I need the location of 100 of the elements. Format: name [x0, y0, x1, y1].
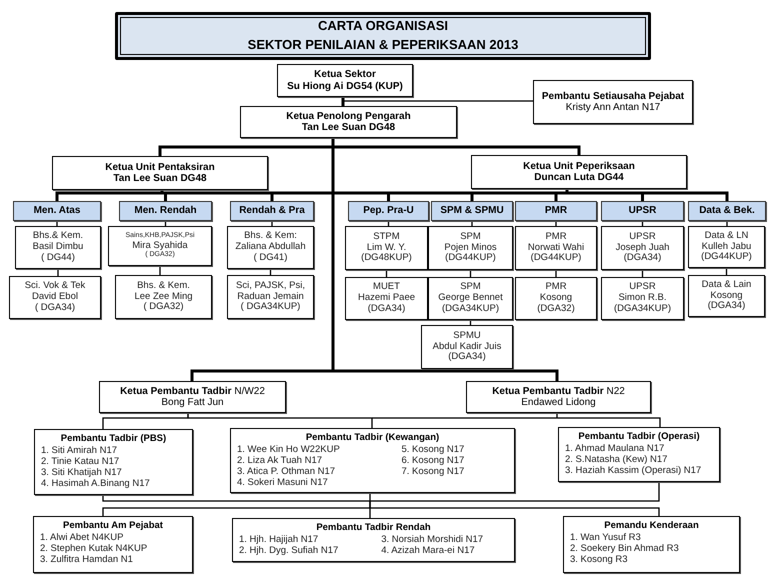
list-item: 2. Hjh. Dyg. Sufiah N17	[239, 546, 340, 557]
list-item: 1. Hjh. Hajijah N17	[239, 534, 320, 546]
unit-name: SPM & SPMU	[440, 205, 504, 217]
list-item: 1. Wan Yusuf R3	[570, 532, 642, 544]
position-box	[533, 80, 693, 124]
connector-line	[369, 482, 660, 516]
staff-name: Duncan Luta DG44	[534, 172, 624, 184]
subject-text: PMR	[545, 282, 567, 294]
grade-text: (DGA34)	[448, 352, 486, 364]
connector-line	[371, 412, 661, 427]
position-title: Pembantu Setiausaha Pejabat	[542, 90, 684, 102]
unit-header	[688, 201, 766, 221]
subject-text: SPM	[460, 282, 481, 293]
grade-text: (DGA34KUP)	[614, 304, 671, 315]
grade-text: (DGA32)	[537, 304, 575, 315]
subject-text: STPM	[373, 232, 400, 243]
grade-text: (DGA34)	[368, 304, 406, 315]
unit-name: Pep. Pra-U	[363, 205, 414, 217]
staff-name: Norwati Wahi	[528, 242, 584, 253]
subject-text: Sci. Vok & Tek	[24, 281, 86, 292]
list-item: 2. S.Natasha (Kew) N17	[565, 454, 668, 466]
grade-text: ( DGA34)	[34, 302, 76, 314]
staff-list-box	[230, 428, 515, 493]
connector-line	[332, 138, 558, 381]
staff-name: Tan Lee Suan DG48	[302, 122, 396, 134]
list-item: 3. Zulfitra Hamdan N1	[40, 554, 134, 566]
connector-line	[566, 189, 728, 201]
connector-line	[369, 493, 371, 518]
position-box	[471, 155, 687, 189]
list-item: 1. Alwi Abet N4KUP	[40, 532, 124, 544]
position-box	[277, 64, 413, 97]
list-item: 4. Azizah Mara-ei N17	[381, 546, 476, 557]
unit-header	[13, 201, 101, 221]
unit-name: Men. Rendah	[134, 205, 197, 217]
position-box	[52, 156, 268, 190]
staff-name: Bong Fatt Jun	[161, 397, 224, 408]
subject-text: Bhs. & Kem:	[244, 231, 297, 242]
position-box	[99, 381, 286, 413]
unit-name: UPSR	[628, 205, 656, 217]
list-item: 2. Stephen Kutak N4KUP	[40, 544, 148, 555]
unit-header	[601, 201, 684, 221]
list-item: 5. Kosong N17	[401, 444, 466, 456]
list-heading: Pembantu Tadbir Rendah	[315, 523, 432, 534]
staff-name: Pojen Minos	[444, 242, 497, 253]
list-item: 1. Ahmad Maulana N17	[565, 444, 666, 455]
staff-name: Su Hiong Ai DG54 (KUP)	[287, 80, 403, 92]
staff-name: Raduan Jemain	[237, 292, 304, 302]
subject-text: Sci, PAJSK, Psi,	[236, 280, 305, 292]
unit-name: Rendah & Pra	[239, 205, 305, 217]
position-title: Ketua Unit Pentaksiran	[105, 162, 215, 173]
staff-name: Lee Zee Ming	[134, 292, 193, 302]
grade-text: (DGA34)	[624, 253, 662, 264]
staff-box	[345, 277, 428, 320]
list-item: 4. Sokeri Masuni N17	[237, 478, 329, 489]
staff-name: Kosong	[540, 293, 572, 304]
list-item: 2. Liza Ak Tuah N17	[237, 456, 324, 467]
position-title: Ketua Penolong Pengarah	[286, 110, 411, 122]
list-item: 3. Siti Khatijah N17	[41, 468, 123, 479]
subject-text: Data & LN	[704, 230, 748, 242]
list-item: 2. Soekery Bin Ahmad R3	[570, 544, 680, 555]
grade-text: (DG44KUP)	[530, 253, 582, 264]
staff-name: Kosong	[710, 290, 743, 301]
connector-line	[102, 495, 371, 516]
staff-box	[421, 325, 513, 369]
unit-header	[431, 201, 513, 221]
grade-text: ( DG41)	[254, 252, 288, 264]
position-title: Ketua Sektor	[314, 69, 376, 80]
grade-text: ( DGA32)	[143, 302, 184, 314]
staff-name: Tan Lee Suan DG48	[113, 173, 207, 184]
subject-text: UPSR	[629, 232, 656, 243]
list-heading: Pembantu Tadbir (Kewangan)	[304, 433, 440, 444]
unit-name: Men. Atas	[34, 205, 80, 217]
staff-box	[428, 277, 513, 320]
staff-box	[345, 226, 428, 270]
list-item: 3. Haziah Kassim (Operasi) N17	[565, 466, 702, 477]
staff-list-box	[563, 516, 740, 573]
staff-name: Mira Syahida	[132, 240, 188, 251]
subject-text: Data & Lain	[702, 280, 752, 291]
staff-name: Joseph Juah	[616, 242, 670, 253]
subject-text: PMR	[545, 232, 567, 243]
staff-box	[428, 226, 513, 270]
staff-box	[515, 226, 597, 270]
subject-text: Bhs. & Kem.	[137, 280, 190, 292]
grade-text: (DG48KUP)	[361, 253, 412, 264]
connector-line	[56, 190, 164, 201]
position-box	[466, 381, 651, 413]
unit-header	[119, 201, 212, 221]
staff-name: Zaliana Abdullah	[235, 242, 306, 253]
connector-line	[342, 97, 533, 102]
connector-line	[554, 189, 568, 201]
staff-name: Lim W. Y.	[366, 242, 406, 253]
staff-box	[15, 226, 101, 269]
staff-list-box	[34, 429, 193, 495]
position-title: Ketua Unit Peperiksaan	[523, 160, 635, 172]
staff-list-box	[232, 518, 515, 562]
staff-box	[9, 276, 101, 319]
list-item: 7. Kosong N17	[401, 466, 466, 478]
grade-text: (DG44KUP)	[701, 252, 752, 264]
staff-name: Kulleh Jabu	[702, 242, 752, 252]
unit-header	[230, 201, 314, 221]
